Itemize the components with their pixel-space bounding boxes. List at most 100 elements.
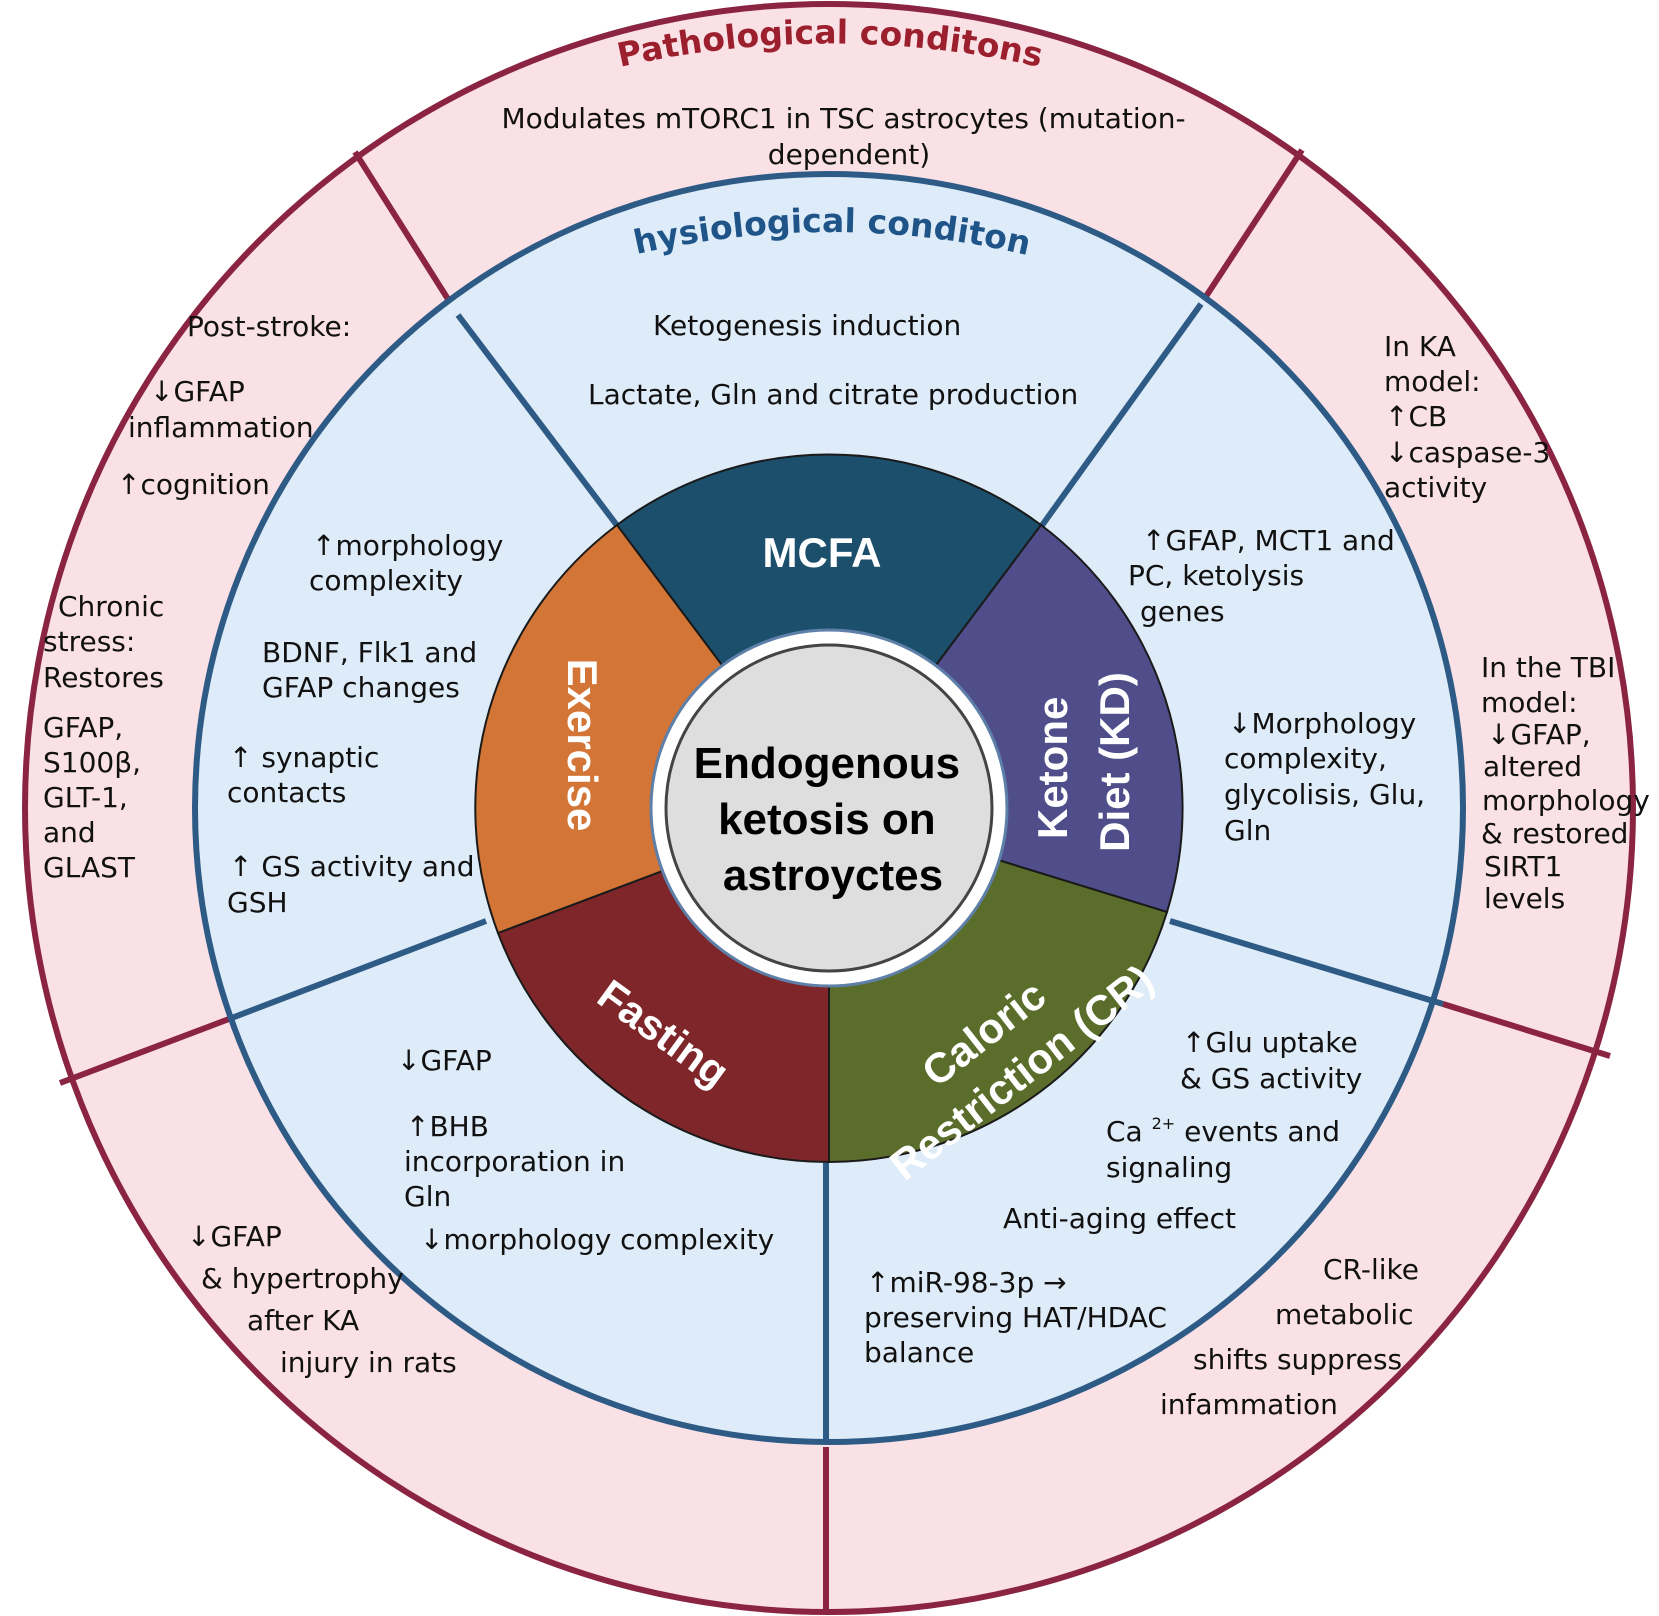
physio-kd-line-4: ↓Morphology: [1228, 707, 1416, 740]
physio-kd-line-5: complexity,: [1224, 742, 1387, 775]
physio-cr-ca: Ca: [1106, 1115, 1143, 1148]
patho-right-upper-text: In KA model: ↑CB ↓caspase-3 activity: [1384, 330, 1559, 504]
physio-kd-line-7: Gln: [1224, 814, 1271, 847]
physio-cr-line-mir: ↑miR-98-3p →: [866, 1266, 1067, 1299]
physio-ex-line-5: ↑ synaptic: [229, 741, 379, 774]
patho-ll-line-2: stress:: [43, 625, 135, 658]
physio-kd-line-1: ↑GFAP, MCT1 and: [1142, 524, 1395, 557]
patho-bl-line-2: & hypertrophy: [201, 1262, 404, 1295]
patho-rl-line-3: ↓GFAP,: [1487, 718, 1591, 751]
physio-cr-ca-rest: events and: [1184, 1115, 1340, 1148]
patho-bottom-left-text: ↓GFAP & hypertrophy after KA injury in r…: [187, 1220, 457, 1379]
middle-ring-dividers: [227, 302, 1444, 1442]
patho-ll-line-5: S100β,: [43, 746, 141, 779]
physio-mcfa-ketogenesis: Ketogenesis induction: [653, 309, 961, 342]
physio-cr-calcium: Ca 2+ events and: [1106, 1103, 1340, 1148]
patho-ll-line-3: Restores: [43, 661, 164, 694]
physio-ex-line-1: ↑morphology: [312, 529, 503, 562]
physio-kd-text: ↑GFAP, MCT1 and PC, ketolysis genes ↓Mor…: [1128, 524, 1434, 847]
outer-divider-upper-left: [352, 150, 461, 317]
patho-left-lower-text: Chronic stress: Restores GFAP, S100β, GL…: [43, 590, 173, 884]
physio-ex-line-6: contacts: [227, 776, 346, 809]
patho-ru-line-3: ↑CB: [1385, 400, 1447, 433]
patho-rl-line-8: levels: [1484, 882, 1565, 915]
ketone-diet-line-1: Ketone: [1029, 697, 1076, 839]
physio-cr-line-2: & GS activity: [1180, 1062, 1362, 1095]
physio-fasting-line-4: Gln: [404, 1180, 451, 1213]
physio-ex-line-3: BDNF, Flk1 and: [262, 636, 477, 669]
patho-ll-line-6: GLT-1,: [43, 781, 128, 814]
patho-br-line-2: metabolic: [1275, 1298, 1414, 1331]
center-circle: [664, 643, 994, 973]
patho-ll-line-4: GFAP,: [43, 711, 123, 744]
physio-kd-line-2: PC, ketolysis: [1128, 559, 1304, 592]
patho-rl-line-2: model:: [1481, 686, 1578, 719]
patho-bl-line-4: injury in rats: [280, 1346, 457, 1379]
patho-ru-line-1: In KA: [1384, 330, 1456, 363]
center-line-2: ketosis on: [718, 795, 936, 844]
patho-right-lower-text: In the TBI model: ↓GFAP, altered morphol…: [1481, 651, 1659, 915]
patho-rl-line-7: SIRT1: [1484, 850, 1562, 883]
patho-ru-line-2: model:: [1384, 365, 1481, 398]
physio-fasting-line-5: ↓morphology complexity: [420, 1223, 774, 1256]
physio-kd-line-3: genes: [1140, 595, 1225, 628]
patho-lu-line-1: Post-stroke:: [187, 310, 351, 343]
patho-lu-line-4: ↑cognition: [117, 468, 270, 501]
patho-bl-line-1: ↓GFAP: [187, 1220, 282, 1253]
physio-exercise-text: ↑morphology complexity BDNF, Flk1 and GF…: [227, 529, 512, 919]
middle-divider-left: [227, 918, 488, 1022]
physio-fasting-line-2: ↑BHB: [406, 1110, 489, 1143]
physio-cr-line-signaling: signaling: [1106, 1151, 1232, 1184]
physio-ex-line-7: ↑ GS activity and: [229, 850, 475, 883]
center-title: Endogenous ketosis on astroyctes: [694, 739, 973, 900]
patho-lu-line-3: inflammation: [128, 411, 314, 444]
middle-divider-right: [1169, 918, 1444, 1007]
physio-cr-line-hat: preserving HAT/HDAC: [864, 1301, 1167, 1334]
patho-ll-line-8: GLAST: [43, 851, 136, 884]
patho-bl-line-3: after KA: [247, 1304, 359, 1337]
patho-rl-line-4: altered: [1483, 750, 1582, 783]
outer-divider-upper-right: [1198, 148, 1305, 306]
outer-divider-left: [58, 1016, 231, 1086]
patho-top-text: Modulates mTORC1 in TSC astrocytes (muta…: [501, 102, 1194, 171]
patho-rl-line-5: morphology: [1482, 784, 1650, 817]
patho-left-upper-text: Post-stroke: ↓GFAP inflammation ↑cogniti…: [117, 310, 360, 501]
patho-ll-line-1: Chronic: [58, 590, 164, 623]
physio-kd-line-6: glycolisis, Glu,: [1224, 778, 1425, 811]
physio-ex-line-2: complexity: [309, 564, 463, 597]
physio-mcfa-lactate: Lactate, Gln and citrate production: [588, 378, 1078, 411]
segment-label-ketone-diet: Ketone Diet (KD): [1029, 672, 1138, 852]
segment-label-exercise: Exercise: [559, 659, 606, 832]
outer-divider-right: [1442, 1001, 1611, 1059]
patho-rl-line-1: In the TBI: [1481, 651, 1615, 684]
patho-ru-line-5: activity: [1384, 471, 1487, 504]
patho-ll-line-7: and: [43, 816, 96, 849]
physio-cr-line-balance: balance: [864, 1336, 974, 1369]
physio-cr-text-2: signaling Anti-aging effect ↑miR-98-3p →…: [864, 1151, 1245, 1369]
physio-fasting-line-3: incorporation in: [404, 1145, 625, 1178]
physio-cr-line-antiaging: Anti-aging effect: [1003, 1202, 1236, 1235]
center-line-3: astroyctes: [723, 851, 943, 900]
patho-rl-line-6: & restored: [1481, 817, 1628, 850]
patho-ru-line-4: ↓caspase-3: [1385, 436, 1550, 469]
middle-divider-upper-right: [1035, 302, 1204, 533]
physio-cr-ca-superscript: 2+: [1152, 1114, 1176, 1133]
patho-bottom-right-text: CR-like metabolic shifts suppress infamm…: [1160, 1253, 1428, 1421]
patho-br-line-4: infammation: [1160, 1388, 1338, 1421]
physio-cr-text: ↑Glu uptake & GS activity: [1180, 1026, 1367, 1095]
patho-top-line-1: Modulates mTORC1 in TSC astrocytes (muta…: [501, 102, 1185, 135]
center-line-1: Endogenous: [694, 739, 960, 788]
physio-ex-line-8: GSH: [227, 886, 288, 919]
segment-label-mcfa: MCFA: [763, 529, 882, 576]
outer-ring-dividers: [58, 148, 1611, 1612]
physio-ex-line-4: GFAP changes: [262, 671, 460, 704]
physio-fasting-text: ↓GFAP ↑BHB incorporation in Gln ↓morphol…: [397, 1044, 774, 1256]
physio-fasting-line-1: ↓GFAP: [397, 1044, 492, 1077]
patho-br-line-1: CR-like: [1323, 1253, 1419, 1286]
patho-lu-line-2: ↓GFAP: [150, 375, 245, 408]
patho-br-line-3: shifts suppress: [1193, 1343, 1402, 1376]
middle-divider-upper-left: [455, 313, 625, 534]
patho-top-line-2: dependent): [768, 138, 930, 171]
physio-cr-line-1: ↑Glu uptake: [1182, 1026, 1358, 1059]
